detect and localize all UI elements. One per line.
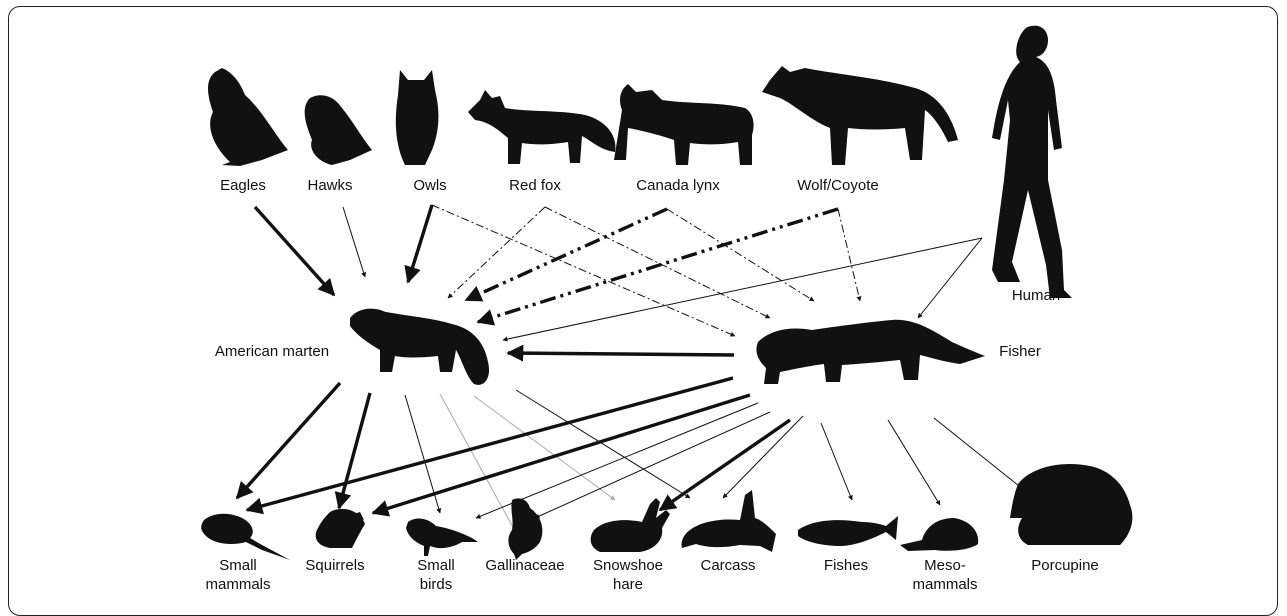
- label-gallinaceae: Gallinaceae: [485, 556, 564, 575]
- link-fisher-to-squirrels: [373, 395, 750, 513]
- link-american-marten-to-squirrels: [339, 393, 370, 508]
- fisher-icon: [756, 320, 985, 384]
- label-wolf-coyote: Wolf/Coyote: [797, 176, 878, 195]
- label-red-fox: Red fox: [509, 176, 561, 195]
- link-wolf-coyote-to-fisher: [838, 209, 860, 301]
- label-carcass: Carcass: [700, 556, 755, 575]
- silhouettes: [201, 26, 1132, 560]
- label-canada-lynx: Canada lynx: [636, 176, 719, 195]
- lynx-icon: [614, 84, 754, 165]
- label-hawks: Hawks: [307, 176, 352, 195]
- label-fishes: Fishes: [824, 556, 868, 575]
- grouse-icon: [508, 498, 542, 560]
- link-american-marten-to-snowshoe-hare: [474, 396, 615, 500]
- marten-icon: [350, 309, 489, 385]
- link-fisher-to-small-mammals: [247, 378, 733, 510]
- hawk-icon: [305, 95, 372, 165]
- label-meso-mammals: Meso- mammals: [912, 556, 977, 594]
- link-wolf-coyote-to-american-marten: [478, 209, 838, 322]
- link-fisher-to-fishes: [821, 423, 852, 500]
- link-red-fox-to-fisher: [545, 207, 770, 318]
- hare-icon: [591, 498, 670, 552]
- label-eagles: Eagles: [220, 176, 266, 195]
- label-owls: Owls: [413, 176, 446, 195]
- label-porcupine: Porcupine: [1031, 556, 1099, 575]
- link-hawks-to-american-marten: [343, 207, 365, 277]
- wolf-icon: [762, 66, 958, 165]
- squirrel-icon: [316, 509, 365, 548]
- eagle-icon: [208, 68, 288, 166]
- mouse-icon: [201, 514, 290, 560]
- food-web-diagram: [0, 0, 1287, 603]
- label-snowshoe-hare: Snowshoe hare: [593, 556, 663, 594]
- label-human: Human: [1012, 286, 1060, 305]
- label-american-marten: American marten: [215, 342, 329, 361]
- link-canada-lynx-to-american-marten: [466, 209, 667, 300]
- label-fisher: Fisher: [999, 342, 1041, 361]
- link-american-marten-to-small-mammals: [237, 383, 340, 498]
- label-squirrels: Squirrels: [305, 556, 364, 575]
- link-eagles-to-american-marten: [255, 207, 334, 295]
- mesomammal-icon: [900, 518, 978, 551]
- link-fisher-to-american-marten: [508, 353, 734, 355]
- link-fisher-to-meso-mammals: [888, 420, 940, 505]
- bird-icon: [406, 519, 478, 556]
- owl-icon: [396, 70, 439, 165]
- link-fisher-to-porcupine: [934, 418, 1024, 490]
- fish-icon: [798, 516, 898, 546]
- human-icon: [992, 26, 1072, 298]
- label-small-mammals: Small mammals: [205, 556, 270, 594]
- link-american-marten-to-carcass: [516, 390, 690, 498]
- link-owls-to-american-marten: [408, 205, 432, 282]
- label-small-birds: Small birds: [417, 556, 455, 594]
- fox-icon: [468, 90, 615, 164]
- carcass-icon: [681, 490, 776, 552]
- porcupine-icon: [1010, 464, 1132, 545]
- link-american-marten-to-gallinaceae: [440, 394, 520, 540]
